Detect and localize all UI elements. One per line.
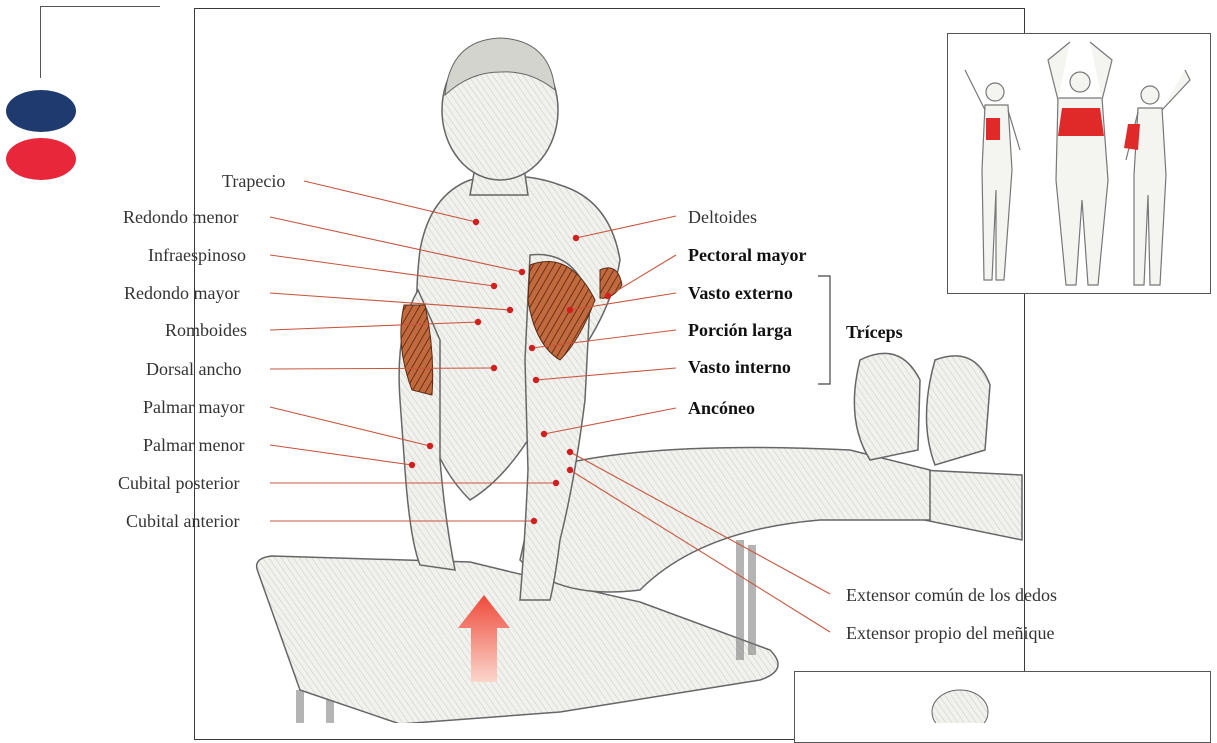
label-extensor-propio: Extensor propio del meñique bbox=[846, 622, 1054, 644]
label-redondo-menor: Redondo menor bbox=[123, 206, 238, 228]
label-trapecio: Trapecio bbox=[222, 170, 285, 192]
inset-figures-top bbox=[965, 42, 1190, 285]
label-romboides: Romboides bbox=[165, 319, 247, 341]
label-extensor-comun: Extensor común de los dedos bbox=[846, 584, 1057, 606]
label-porcion-larga: Porción larga bbox=[688, 319, 792, 341]
head bbox=[442, 38, 558, 195]
label-redondo-mayor: Redondo mayor bbox=[124, 282, 239, 304]
inset-figure-bottom-head bbox=[932, 690, 988, 723]
label-vasto-interno: Vasto interno bbox=[688, 356, 791, 378]
label-palmar-mayor: Palmar mayor bbox=[143, 396, 244, 418]
label-deltoides: Deltoides bbox=[688, 206, 757, 228]
label-cubital-posterior: Cubital posterior bbox=[118, 472, 239, 494]
label-dorsal-ancho: Dorsal ancho bbox=[146, 358, 241, 380]
torso bbox=[417, 176, 620, 500]
bench-front bbox=[257, 540, 778, 723]
label-triceps-group: Tríceps bbox=[846, 321, 903, 343]
label-palmar-menor: Palmar menor bbox=[143, 434, 244, 456]
triceps-bracket bbox=[818, 276, 830, 384]
label-pectoral-mayor: Pectoral mayor bbox=[688, 244, 806, 266]
label-vasto-externo: Vasto externo bbox=[688, 282, 793, 304]
label-cubital-anterior: Cubital anterior bbox=[126, 510, 239, 532]
label-anconeo: Ancóneo bbox=[688, 397, 755, 419]
label-infraespinoso: Infraespinoso bbox=[148, 244, 246, 266]
